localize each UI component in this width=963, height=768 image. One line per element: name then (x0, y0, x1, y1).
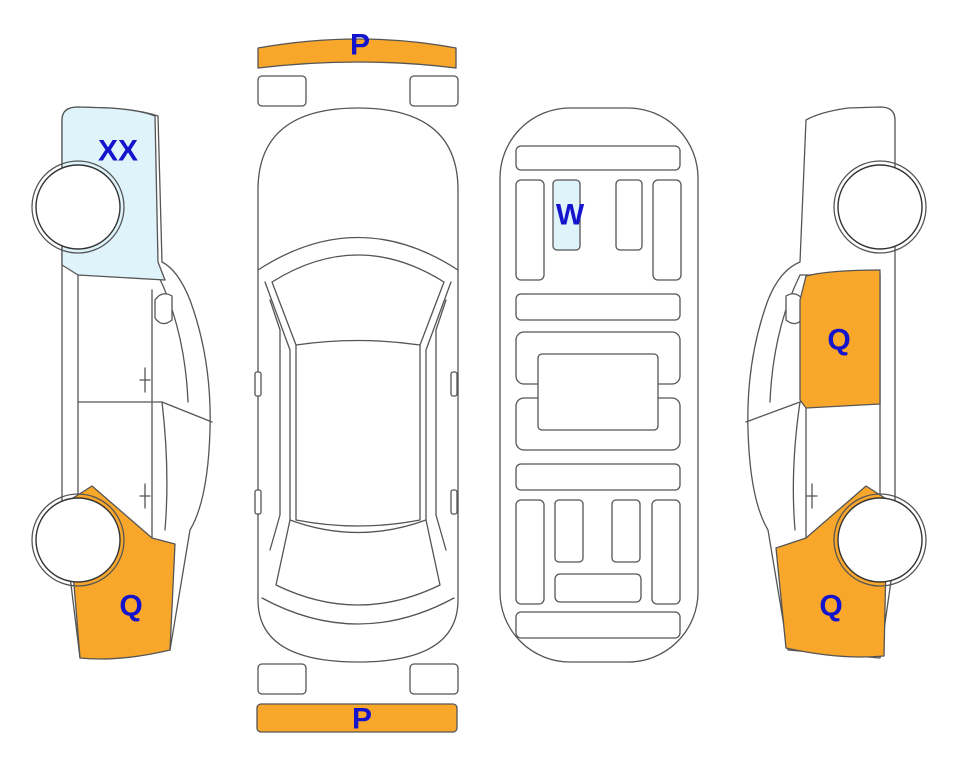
right-front-door-zone[interactable] (799, 269, 881, 409)
headlight-right (409, 75, 459, 107)
interior-seat-marker: W (556, 199, 585, 232)
car-interior-view (499, 107, 699, 663)
left-rear-marker: Q (119, 590, 142, 623)
left-rear-wheel (35, 497, 121, 583)
left-rear-wheel-arch (31, 493, 125, 587)
taillight-left (257, 663, 307, 695)
right-front-door-marker: Q (827, 324, 850, 357)
rear-bumper-marker: P (352, 703, 372, 736)
front-bumper-zone[interactable] (257, 38, 457, 69)
interior-seat-zone[interactable] (552, 179, 581, 251)
taillight-right (409, 663, 459, 695)
rear-bumper-zone[interactable] (256, 703, 458, 733)
right-front-wheel (837, 164, 923, 250)
right-rear-wheel (837, 497, 923, 583)
car-top-view (254, 107, 459, 663)
headlight-left (257, 75, 307, 107)
right-rear-marker: Q (819, 590, 842, 623)
right-rear-wheel-arch (833, 493, 927, 587)
left-front-wheel (35, 164, 121, 250)
front-bumper-marker: P (350, 29, 370, 62)
left-front-marker: XX (98, 135, 138, 168)
left-front-wheel-arch (31, 160, 125, 254)
right-front-wheel-arch (833, 160, 927, 254)
